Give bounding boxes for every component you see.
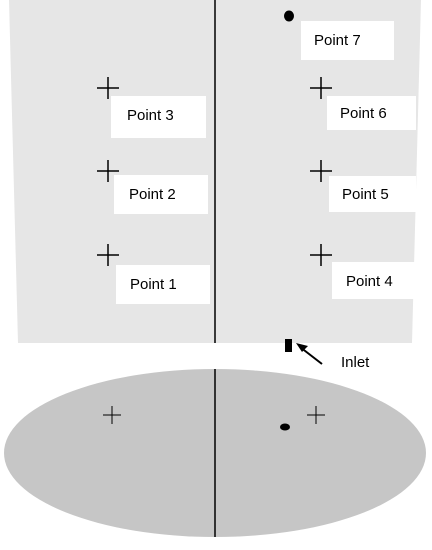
cross-point-4 — [310, 244, 332, 266]
label-box-point-4 — [332, 262, 417, 299]
label-box-point-6 — [327, 96, 416, 130]
label-point-1: Point 1 — [130, 276, 177, 293]
top-view-cross-right — [307, 406, 325, 424]
label-point-3: Point 3 — [127, 107, 174, 124]
cross-point-2 — [97, 160, 119, 182]
cross-point-6 — [310, 77, 332, 99]
label-point-2: Point 2 — [129, 186, 176, 203]
top-view-dot — [280, 423, 290, 431]
label-point-4: Point 4 — [346, 273, 393, 290]
top-view-cross-left — [103, 406, 121, 424]
inlet-marker — [285, 339, 292, 352]
cross-point-1 — [97, 244, 119, 266]
cross-point-5 — [310, 160, 332, 182]
inlet-label: Inlet — [341, 354, 370, 371]
dot-point-7 — [284, 10, 294, 22]
inlet-arrow-head — [296, 343, 308, 352]
label-box-point-1 — [116, 265, 210, 304]
label-box-point-5 — [329, 176, 416, 212]
cross-point-3 — [97, 77, 119, 99]
label-box-point-3 — [111, 96, 206, 138]
label-point-5: Point 5 — [342, 186, 389, 203]
label-point-6: Point 6 — [340, 105, 387, 122]
label-box-point-2 — [114, 175, 208, 214]
label-box-point-7 — [301, 21, 394, 60]
label-point-7: Point 7 — [314, 32, 361, 49]
